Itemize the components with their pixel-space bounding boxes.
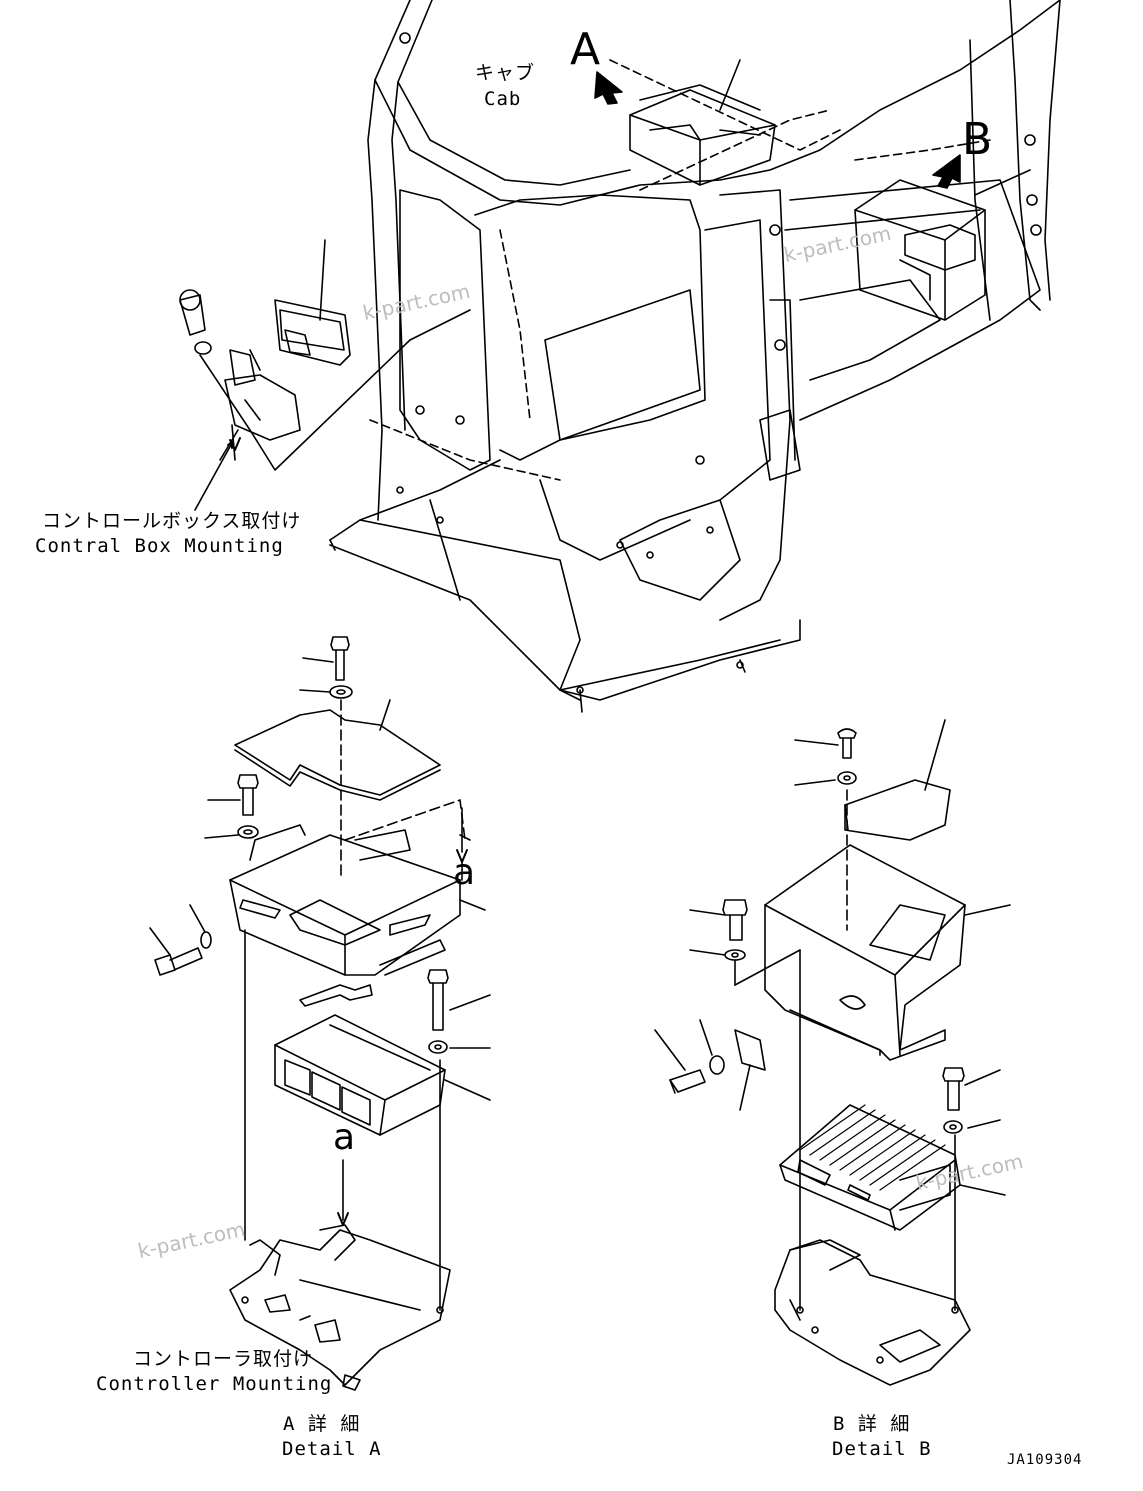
marker-a-lower: a	[333, 1117, 356, 1158]
marker-a-upper: a	[453, 852, 476, 893]
cab-label-en: Cab	[484, 88, 522, 110]
drawing-code: JA109304	[1007, 1452, 1083, 1468]
detail-a-title-jp: A 詳 細	[283, 1413, 361, 1435]
detail-b-exploded	[654, 719, 1011, 1386]
cab-frame	[179, 0, 1061, 713]
control-box-a-mounted	[629, 59, 776, 186]
view-arrow-b	[932, 154, 961, 189]
cab-label-jp: キャブ	[475, 62, 536, 84]
view-arrow-a	[594, 71, 623, 105]
detail-a-title-en: Detail A	[282, 1438, 382, 1460]
view-label-b: B	[962, 114, 993, 165]
view-label-a: A	[570, 24, 601, 75]
detail-b-title-jp: B 詳 細	[833, 1413, 911, 1435]
detail-b-title-en: Detail B	[832, 1438, 932, 1460]
control-box-mounting-parts	[179, 239, 471, 471]
control-box-label-jp: コントロールボックス取付け	[42, 510, 302, 532]
controller-mount-label-en: Controller Mounting	[96, 1373, 333, 1395]
controller-box-b-mounted	[854, 169, 1031, 321]
detail-a-exploded	[149, 636, 491, 1391]
control-box-label-en: Contral Box Mounting	[35, 535, 284, 557]
controller-mount-label-jp: コントローラ取付け	[133, 1348, 314, 1370]
